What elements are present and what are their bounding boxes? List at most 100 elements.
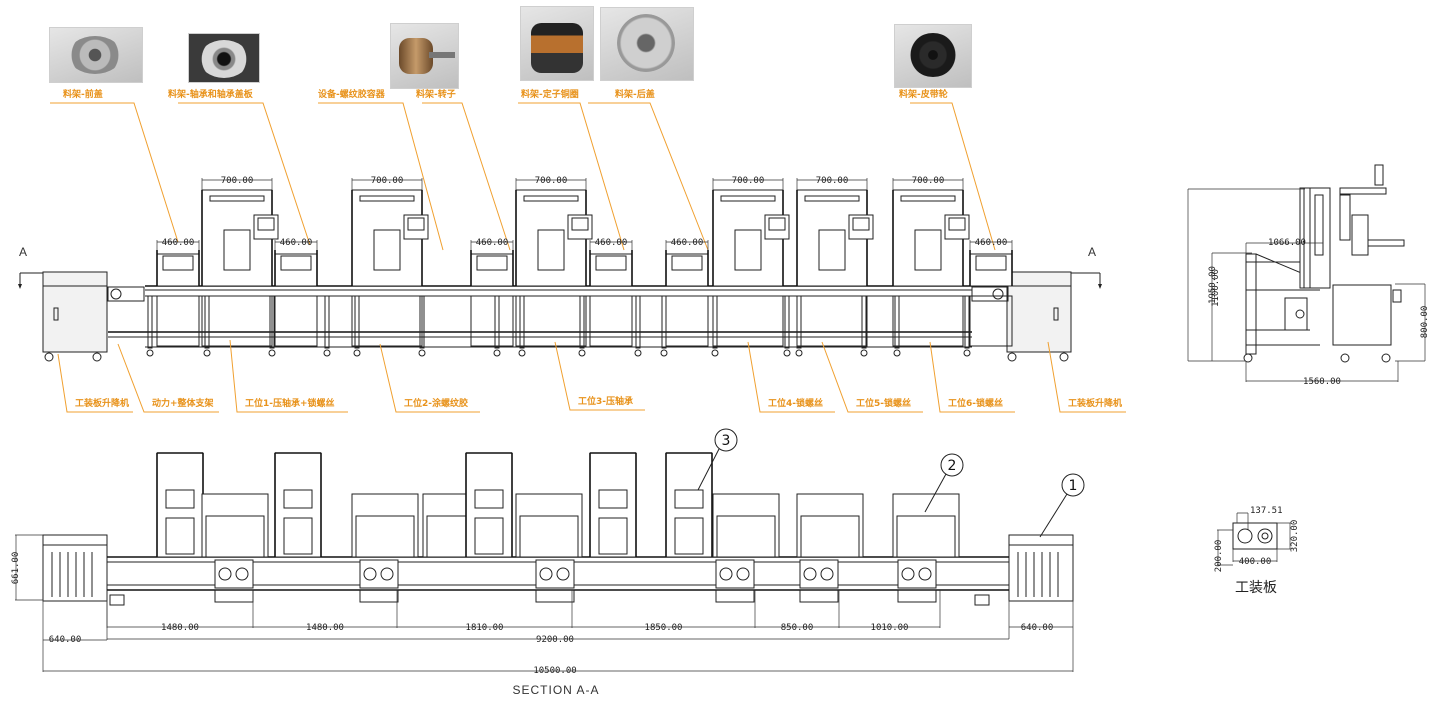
station-label: 工装板升降机 <box>1068 397 1122 409</box>
dim-rack-width: 460.00 <box>595 238 628 248</box>
table-leg <box>894 295 900 349</box>
caster <box>783 349 791 357</box>
dim-rack-width: 460.00 <box>975 238 1008 248</box>
side-view: 1950.00 1100.00 1066.00 800.00 1560.00 <box>1187 164 1430 387</box>
dim-side-width: 1560.00 <box>1303 377 1341 387</box>
photo-bearing-plate <box>188 33 260 83</box>
fixture-nest <box>214 559 254 603</box>
station-label: 工位4-锁螺丝 <box>768 397 823 409</box>
station-label: 工位3-压轴承 <box>578 395 633 407</box>
caster <box>963 349 971 357</box>
photo-pulley <box>894 24 972 88</box>
station-labels: 工装板升降机动力+整体支架工位1-压轴承+锁螺丝工位2-涂螺纹胶工位3-压轴承工… <box>57 339 1126 413</box>
dim-fixture-depth: 320.00 <box>1290 520 1300 553</box>
section-marker-left: A <box>18 245 44 289</box>
station-frame: 700.00 <box>892 176 970 347</box>
table-leg <box>964 295 970 349</box>
fixture-nest <box>715 559 755 603</box>
dim-rack-width: 460.00 <box>162 238 195 248</box>
dim-pitch: 1480.00 <box>161 623 199 633</box>
caster <box>711 349 719 357</box>
rack-tower <box>589 452 637 558</box>
dim-section-height: 661.00 <box>11 552 21 585</box>
material-rack: 460.00 <box>665 238 709 347</box>
station-frame: 700.00 <box>201 176 279 347</box>
section-title: SECTION A-A <box>512 683 599 697</box>
station-frame: 700.00 <box>796 176 874 347</box>
label-front-cover: 料架-前盖 <box>63 88 103 100</box>
dim-station-width: 700.00 <box>535 176 568 186</box>
caster <box>578 349 586 357</box>
dim-rack-width: 460.00 <box>280 238 313 248</box>
station-frame: 700.00 <box>515 176 593 347</box>
dim-rack-width: 460.00 <box>476 238 509 248</box>
balloon-1: 1 <box>1069 478 1078 494</box>
label-pulley: 料架-皮带轮 <box>899 88 948 100</box>
table-leg <box>354 295 360 349</box>
material-rack: 460.00 <box>156 238 200 347</box>
lift-left <box>42 271 108 353</box>
table-leg <box>661 295 667 349</box>
station-unit <box>796 493 864 558</box>
label-stator-coil: 料架-定子铜圈 <box>521 88 579 100</box>
svg-text:A: A <box>19 245 28 259</box>
station-unit <box>712 493 780 558</box>
caster <box>203 349 211 357</box>
dim-station-width: 700.00 <box>912 176 945 186</box>
station-label: 动力+整体支架 <box>152 397 214 409</box>
table-leg <box>324 295 330 349</box>
station-frame: 700.00 <box>351 176 429 347</box>
dim-station-width: 700.00 <box>732 176 765 186</box>
label-glue-container: 设备-螺纹胶容器 <box>318 88 386 100</box>
caster <box>518 349 526 357</box>
station-label: 工位6-锁螺丝 <box>948 397 1003 409</box>
photo-labels: 料架-前盖 料架-轴承和轴承盖板 设备-螺纹胶容器 料架-转子 料架-定子铜圈 … <box>50 88 996 251</box>
dim-pitch: 1480.00 <box>306 623 344 633</box>
caster <box>146 349 154 357</box>
dim-pitch: 1010.00 <box>871 623 909 633</box>
rack-tower <box>156 452 204 558</box>
station-frame: 700.00 <box>712 176 790 347</box>
lift-right <box>1006 271 1072 353</box>
dim-side-lift-height: 800.00 <box>1420 306 1430 339</box>
dim-fixture-width: 400.00 <box>1239 557 1272 567</box>
table-leg <box>579 295 585 349</box>
caster <box>353 349 361 357</box>
fixture-nest <box>799 559 839 603</box>
caster <box>268 349 276 357</box>
fixture-plate: 137.51 320.00 200.00 400.00 工装板 <box>1214 506 1300 596</box>
rack-tower <box>274 452 322 558</box>
label-rear-cover: 料架-后盖 <box>615 88 655 100</box>
photo-rotor <box>390 23 459 89</box>
station-unit <box>201 493 269 558</box>
caster <box>860 349 868 357</box>
caster <box>418 349 426 357</box>
caster <box>893 349 901 357</box>
balloon-3: 3 <box>722 433 731 449</box>
dim-pitch: 850.00 <box>781 623 814 633</box>
fixture-nest <box>359 559 399 603</box>
table-leg <box>519 295 525 349</box>
dim-station-width: 700.00 <box>816 176 849 186</box>
dim-end-right: 640.00 <box>1021 623 1054 633</box>
svg-text:A: A <box>1088 245 1097 259</box>
caster <box>493 349 501 357</box>
label-rotor: 料架-转子 <box>416 88 456 100</box>
station-unit <box>351 493 419 558</box>
caster <box>323 349 331 357</box>
material-rack: 460.00 <box>470 238 514 347</box>
dim-pitch: 1810.00 <box>466 623 504 633</box>
station-unit <box>892 493 960 558</box>
caster <box>660 349 668 357</box>
table-leg <box>204 295 210 349</box>
rack-tower <box>665 452 713 558</box>
fixture-nest <box>897 559 937 603</box>
section-marker-right: A <box>1070 245 1102 289</box>
elevation-view: 700.00 700.00 700.00 700.00 700.00 700.00 460… <box>42 176 1072 362</box>
material-rack: 460.00 <box>589 238 633 347</box>
photo-front-cover <box>49 27 143 83</box>
material-rack: 460.00 <box>969 238 1013 347</box>
table-leg <box>784 295 790 349</box>
